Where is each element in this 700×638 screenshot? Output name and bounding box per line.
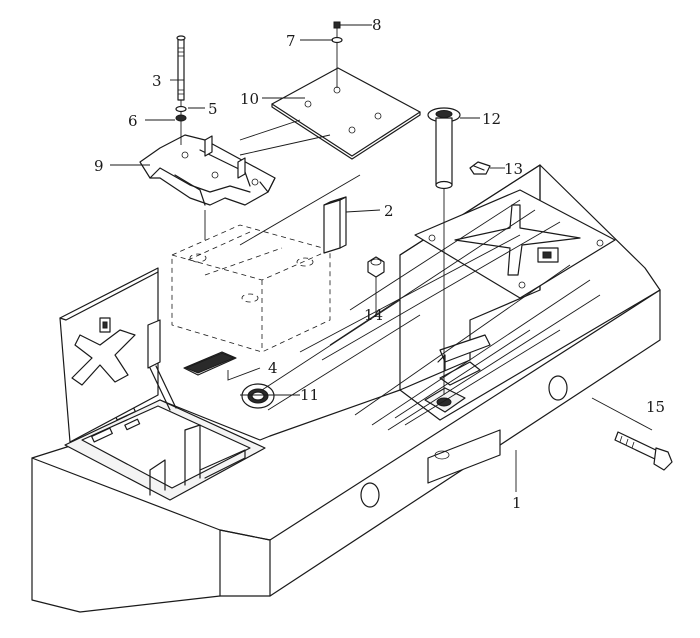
tie-rod (176, 35, 186, 101)
callout-12: 12 (482, 110, 501, 128)
callout-9: 9 (94, 157, 104, 175)
callout-14: 14 (364, 306, 383, 324)
counterweight-body (31, 164, 661, 613)
callout-15: 15 (646, 398, 665, 416)
callout-8: 8 (372, 16, 382, 34)
callout-5: 5 (208, 100, 218, 118)
battery-hold-bracket (139, 134, 276, 206)
cover-plate (271, 67, 421, 160)
leader-lines (110, 24, 653, 492)
callout-3: 3 (152, 72, 162, 90)
screw-8 (333, 21, 341, 29)
battery-dashed (171, 224, 331, 353)
callout-13: 13 (504, 160, 523, 178)
callout-labels: 1 2 3 4 5 6 7 8 9 10 11 12 13 14 15 (94, 16, 665, 512)
lock-clip (469, 161, 491, 175)
callout-6: 6 (128, 112, 138, 130)
tow-pin (427, 107, 461, 190)
callout-7: 7 (286, 32, 296, 50)
callout-2: 2 (384, 202, 394, 220)
washer-6 (175, 114, 187, 122)
callout-1: 1 (512, 494, 522, 512)
grommet (241, 383, 275, 409)
spacer-strip (323, 196, 347, 254)
washer-5 (175, 105, 187, 113)
battery-door (59, 267, 177, 443)
battery-compartment (64, 399, 266, 501)
callout-4: 4 (268, 359, 278, 377)
washer-7 (331, 36, 343, 44)
hex-bolt (614, 431, 673, 471)
hex-nut (367, 256, 385, 278)
rubber-pad-face (184, 352, 236, 374)
callout-11: 11 (300, 386, 319, 404)
callout-10: 10 (240, 90, 259, 108)
